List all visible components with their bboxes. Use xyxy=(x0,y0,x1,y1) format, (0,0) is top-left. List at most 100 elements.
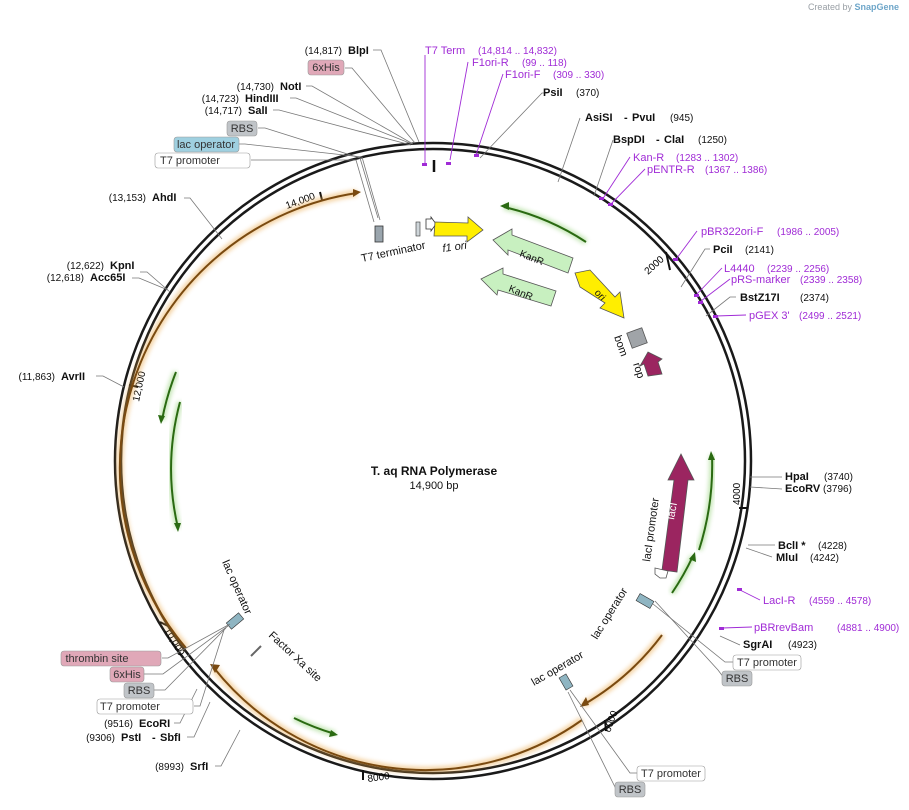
leader-ecorv xyxy=(749,486,783,490)
snapgene-credit: Created by SnapGene xyxy=(808,2,899,12)
kanr-arrow-2 xyxy=(480,267,557,307)
leader-asisi xyxy=(557,117,581,183)
enzyme-hpai: HpaI xyxy=(785,471,809,483)
primer-mark-l4440 xyxy=(694,294,699,297)
box-t7prom-left xyxy=(96,698,194,715)
enzyme-pos-blpi: (14,817) xyxy=(305,46,342,57)
leader-pcii xyxy=(680,248,710,288)
t7-term-small xyxy=(415,221,421,237)
enzyme-avrii: AvrII xyxy=(61,371,85,383)
primer-leader-f1ori-r xyxy=(449,61,469,161)
enzyme-pos-hindiii: (14,723) xyxy=(202,94,239,105)
primer-leader-kan-r xyxy=(601,156,631,201)
laci-promoter-shape xyxy=(654,567,669,579)
primer-range-prs-marker: (2339 .. 2358) xyxy=(800,275,862,286)
orf-green-b xyxy=(293,717,336,735)
primer-range-t7term: (14,814 .. 14,832) xyxy=(478,46,557,57)
primer-leader-pgex xyxy=(715,314,747,317)
orf-left-head xyxy=(353,189,361,197)
primer-mark-pbr322ori-f xyxy=(673,258,678,261)
enzyme-clai: ClaI xyxy=(664,134,684,146)
enzyme-ecori: EcoRI xyxy=(139,718,170,730)
primer-leader-f1ori-f xyxy=(475,73,504,156)
bom-shape xyxy=(626,327,648,349)
orf-green-l2-head xyxy=(174,523,181,532)
primer-range-f1ori-r: (99 .. 118) xyxy=(522,58,567,69)
enzyme-bcli: BclI * xyxy=(778,540,806,552)
box-rbs-top-label: RBS xyxy=(231,123,254,135)
enzyme-pos-srfi: (8993) xyxy=(155,762,184,773)
box-rbs-bottom-label: RBS xyxy=(619,784,642,796)
enzyme-asisi: AsiSI xyxy=(585,112,613,124)
enzyme-pos-avrii: (11,863) xyxy=(18,372,55,383)
orf-green-b-head xyxy=(329,730,338,737)
primer-mark-kan-r xyxy=(599,197,604,200)
inner-features xyxy=(225,215,695,691)
primer-leader-laci-r xyxy=(739,589,761,601)
lac-operator-shape-right xyxy=(635,593,655,609)
box-lacop-top xyxy=(173,136,240,153)
enzyme-pos-bspdi: (1250) xyxy=(698,135,727,146)
lac-operator-shape-left xyxy=(225,612,245,630)
box-6xhis-top xyxy=(307,59,345,76)
tick-label-4000: 4000 xyxy=(732,482,743,505)
factor-xa-shape xyxy=(250,645,262,657)
leader-psti xyxy=(187,701,211,738)
enzyme-ecorv: EcoRV xyxy=(785,483,821,495)
primer-range-pbrrevbam: (4881 .. 4900) xyxy=(837,623,899,634)
primer-f1ori-f: F1ori-F xyxy=(505,69,541,81)
leader-rbs-left xyxy=(153,627,227,691)
primer-mark-f1ori-r xyxy=(446,162,451,165)
enzyme-pos-kpni: (12,622) xyxy=(67,261,104,272)
box-t7prom-left-label: T7 promoter xyxy=(100,701,160,713)
enzyme-sali: SalI xyxy=(248,105,268,117)
box-t7prom-top-label: T7 promoter xyxy=(160,155,220,167)
primer-mark-pbrrevbam xyxy=(719,627,724,630)
primer-pentr-r: pENTR-R xyxy=(647,164,695,176)
leader-6xhis-left xyxy=(144,625,229,675)
enzyme-mlui: MluI xyxy=(776,552,798,564)
box-thrombin xyxy=(60,650,162,667)
primer-leader-pentr-r xyxy=(609,168,646,206)
plasmid-name: T. aq RNA Polymerase xyxy=(371,464,498,478)
primer-pbrrevbam: pBRrevBam xyxy=(754,622,813,634)
box-rbs-top xyxy=(226,120,258,137)
enzyme-pos-bcli: (4228) xyxy=(818,541,847,552)
orf-green-r1 xyxy=(698,454,714,551)
box-rbs-left xyxy=(123,682,155,699)
box-6xhis-top-label: 6xHis xyxy=(312,62,340,74)
orf-arcs xyxy=(116,189,716,774)
box-rbs-bottom xyxy=(614,781,646,798)
primer-marks xyxy=(422,154,742,630)
label-rop: rop xyxy=(630,361,646,380)
enzyme-srfi: SrfI xyxy=(190,761,208,773)
primer-range-l4440: (2239 .. 2256) xyxy=(767,264,829,275)
laci-arrow xyxy=(661,453,695,573)
leader-bstz17i xyxy=(705,296,736,317)
primer-mark-t7term xyxy=(422,163,427,166)
leader-hindiii xyxy=(290,97,413,145)
primer-leader-pbr322ori-f xyxy=(676,230,698,259)
box-rbs-left-label: RBS xyxy=(128,685,151,697)
leader-thrombin xyxy=(162,623,231,659)
label-lac-operator-right: lac operator xyxy=(589,586,630,642)
enzyme-blpi: BlpI xyxy=(348,45,369,57)
enzyme-pos-psti: (9306) xyxy=(86,733,115,744)
enzyme-pvui-dash: - xyxy=(624,112,628,124)
enzyme-pos-noti: (14,730) xyxy=(237,82,274,93)
primer-range-laci-r: (4559 .. 4578) xyxy=(809,596,871,607)
kanr-arrow-1 xyxy=(492,228,574,274)
tick-label-8000: 8000 xyxy=(367,771,391,785)
primer-leaders xyxy=(424,55,761,629)
box-lacop-top-label: lac operator xyxy=(177,139,235,151)
leader-avrii xyxy=(96,375,125,388)
enzyme-ahdi: AhdI xyxy=(152,192,176,204)
label-lac-operator-left: lac operator xyxy=(219,558,254,616)
tick-label-2000: 2000 xyxy=(643,254,667,277)
primer-pgex: pGEX 3' xyxy=(749,310,790,322)
primer-laci-r: LacI-R xyxy=(763,595,795,607)
primer-range-pentr-r: (1367 .. 1386) xyxy=(705,165,767,176)
primer-leader-l4440 xyxy=(696,267,723,295)
enzyme-pos-asisi: (945) xyxy=(670,113,693,124)
orf-green-top xyxy=(503,206,587,243)
